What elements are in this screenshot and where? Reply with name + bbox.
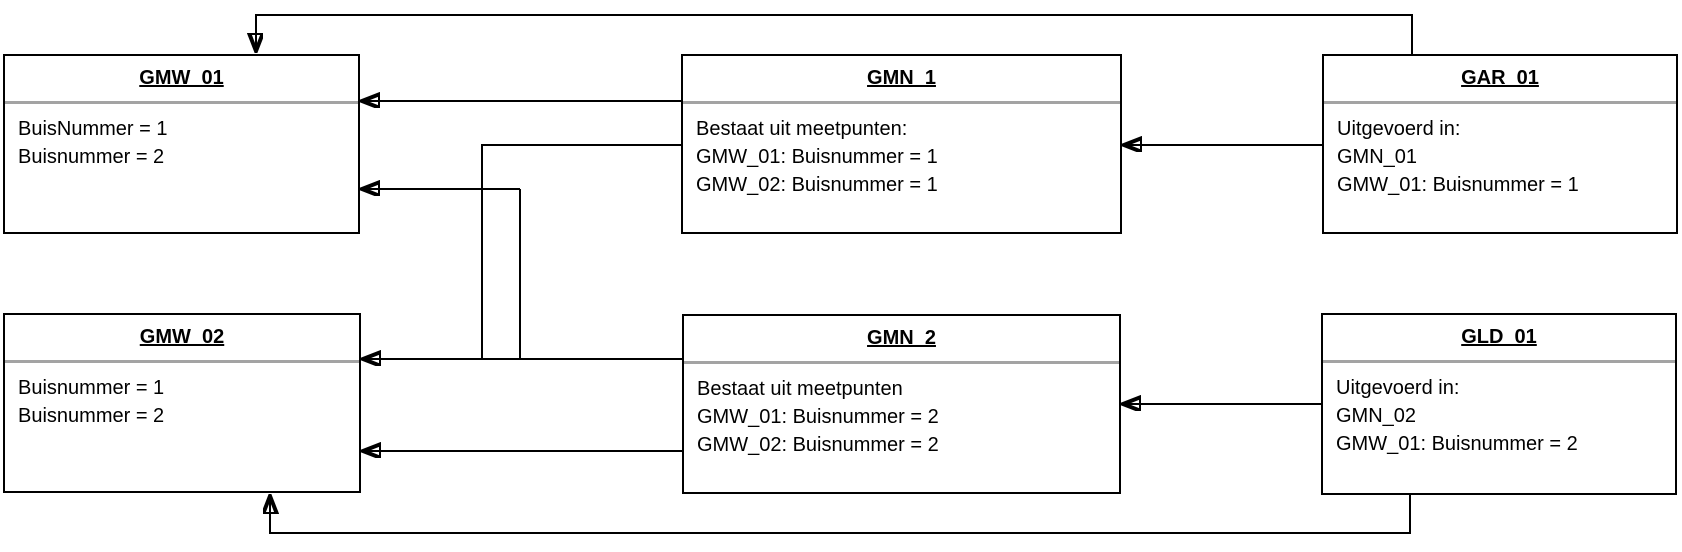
node-attribute: GMN_01: [1337, 146, 1418, 168]
node-body: Buisnummer = 1 Buisnummer = 2: [5, 363, 359, 430]
node-gmw-01: GMW_01 BuisNummer = 1 Buisnummer = 2: [3, 54, 360, 234]
node-attribute: GMW_01: Buisnummer = 1: [1337, 174, 1579, 196]
node-gmn-1: GMN_1 Bestaat uit meetpunten: GMW_01: Bu…: [681, 54, 1122, 234]
node-attribute: GMW_01: Buisnummer = 1: [696, 146, 938, 168]
node-attribute: GMW_02: Buisnummer = 1: [696, 174, 938, 196]
node-attribute: Buisnummer = 2: [18, 405, 165, 427]
node-gld-01: GLD_01 Uitgevoerd in: GMN_02 GMW_01: Bui…: [1321, 313, 1677, 495]
node-attribute: Uitgevoerd in:: [1336, 377, 1460, 399]
node-attribute: Bestaat uit meetpunten:: [696, 118, 908, 140]
node-body: Bestaat uit meetpunten: GMW_01: Buisnumm…: [683, 104, 1120, 199]
node-attribute: BuisNummer = 1: [18, 118, 168, 140]
node-title: GMN_1: [683, 56, 1120, 104]
node-attribute: GMN_02: [1336, 405, 1417, 427]
node-gmn-2: GMN_2 Bestaat uit meetpunten GMW_01: Bui…: [682, 314, 1121, 494]
node-attribute: Buisnummer = 2: [18, 146, 165, 168]
connector-gar01-to-gmw01: [256, 14, 1413, 54]
node-attribute: Uitgevoerd in:: [1337, 118, 1461, 140]
node-title: GMW_01: [5, 56, 358, 104]
node-title: GMN_2: [684, 316, 1119, 364]
node-body: Uitgevoerd in: GMN_01 GMW_01: Buisnummer…: [1324, 104, 1676, 199]
node-attribute: Buisnummer = 1: [18, 377, 165, 399]
node-attribute: Bestaat uit meetpunten: [697, 378, 903, 400]
node-body: BuisNummer = 1 Buisnummer = 2: [5, 104, 358, 171]
node-gar-01: GAR_01 Uitgevoerd in: GMN_01 GMW_01: Bui…: [1322, 54, 1678, 234]
node-body: Bestaat uit meetpunten GMW_01: Buisnumme…: [684, 364, 1119, 459]
node-title: GLD_01: [1323, 315, 1675, 363]
node-title: GMW_02: [5, 315, 359, 363]
node-attribute: GMW_02: Buisnummer = 2: [697, 434, 939, 456]
connector-gmn1-to-gmw02-drop: [481, 144, 681, 359]
node-body: Uitgevoerd in: GMN_02 GMW_01: Buisnummer…: [1323, 363, 1675, 458]
node-attribute: GMW_01: Buisnummer = 2: [697, 406, 939, 428]
connector-gld01-to-gmw02: [270, 495, 1411, 534]
node-attribute: GMW_01: Buisnummer = 2: [1336, 433, 1578, 455]
node-title: GAR_01: [1324, 56, 1676, 104]
node-gmw-02: GMW_02 Buisnummer = 1 Buisnummer = 2: [3, 313, 361, 493]
